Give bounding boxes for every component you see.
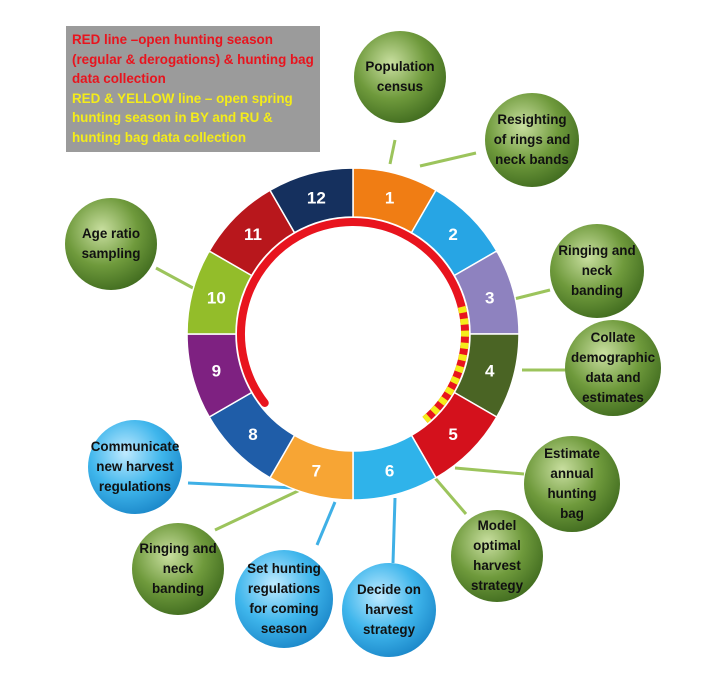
connector-line xyxy=(433,477,468,515)
activity-bubble xyxy=(65,198,157,290)
activity-bubble xyxy=(550,224,644,318)
wheel-center xyxy=(236,217,470,451)
activity-bubble xyxy=(132,523,224,615)
month-label-10: 10 xyxy=(207,288,226,307)
connector-line xyxy=(509,288,551,302)
connector-line xyxy=(214,488,301,532)
month-label-9: 9 xyxy=(212,362,221,381)
connector-line xyxy=(419,151,477,168)
legend-box: RED line –open hunting season (regular &… xyxy=(66,26,320,152)
month-label-12: 12 xyxy=(307,188,326,207)
connector-line xyxy=(155,266,194,290)
month-label-11: 11 xyxy=(244,225,262,244)
hunting-season-line xyxy=(237,218,469,423)
connector-line xyxy=(388,139,397,165)
activity-bubble xyxy=(485,93,579,187)
activity-bubble xyxy=(88,420,182,514)
month-label-1: 1 xyxy=(385,188,394,207)
month-label-6: 6 xyxy=(385,462,394,481)
activity-bubble xyxy=(354,31,446,123)
red-season-line xyxy=(237,218,467,407)
connector-line xyxy=(315,501,337,546)
activity-bubbles xyxy=(65,31,661,657)
connector-line xyxy=(454,466,525,476)
red-yellow-season-line-dashes xyxy=(422,305,469,423)
connector-lines xyxy=(155,139,566,564)
month-label-3: 3 xyxy=(485,288,494,307)
connector-line xyxy=(391,497,397,564)
activity-bubble xyxy=(565,320,661,416)
month-label-8: 8 xyxy=(248,425,257,444)
activity-bubble xyxy=(451,510,543,602)
month-label-5: 5 xyxy=(448,425,457,444)
activity-bubble xyxy=(235,550,333,648)
connector-line xyxy=(187,481,296,490)
month-label-7: 7 xyxy=(312,462,321,481)
legend-red-line-text: RED line –open hunting season (regular &… xyxy=(72,32,314,87)
activity-bubble xyxy=(524,436,620,532)
month-label-4: 4 xyxy=(485,362,495,381)
month-label-2: 2 xyxy=(448,225,457,244)
activity-bubble xyxy=(342,563,436,657)
legend-red-yellow-line-text: RED & YELLOW line – open spring hunting … xyxy=(72,90,293,145)
